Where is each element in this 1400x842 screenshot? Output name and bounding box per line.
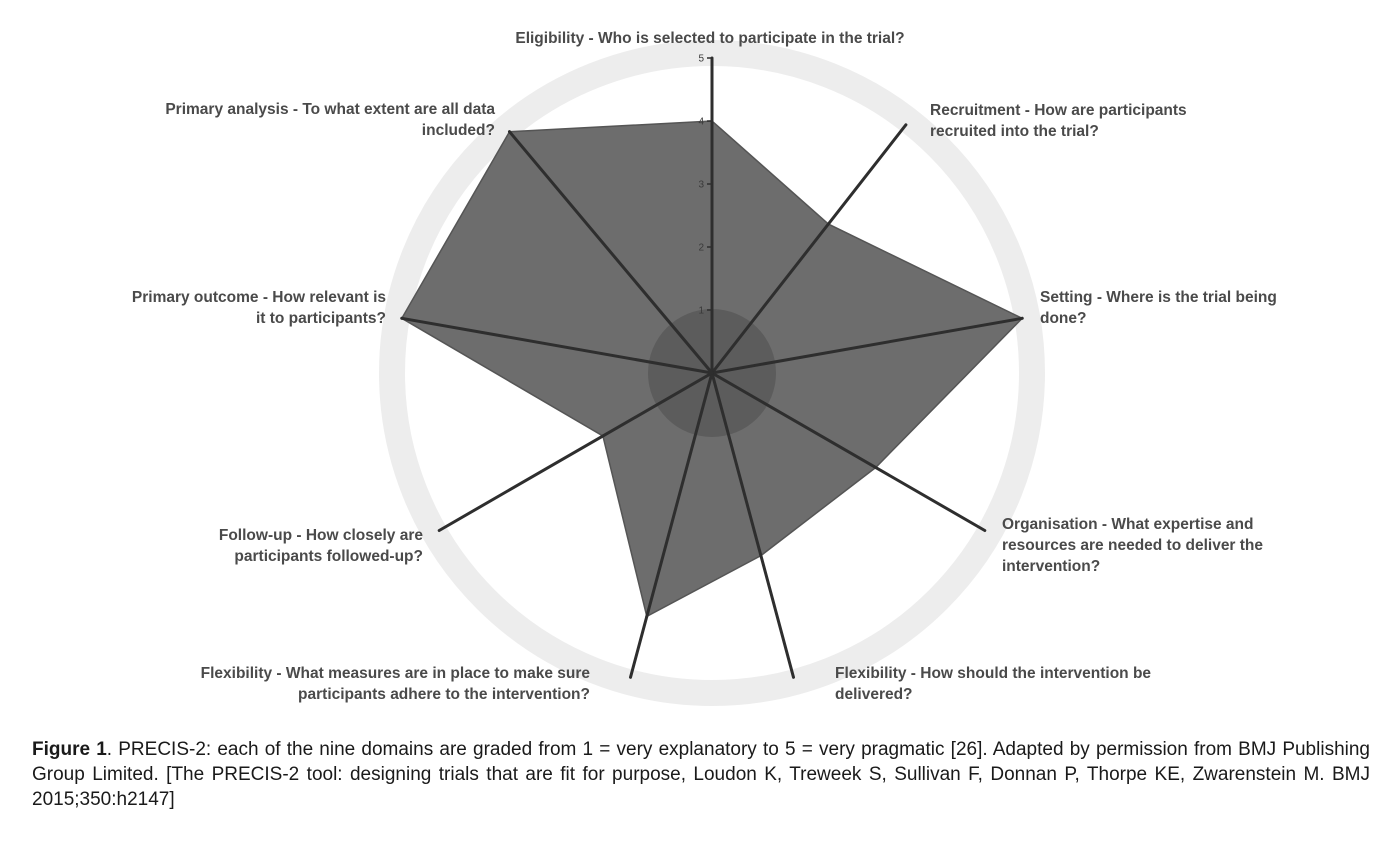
spoke-7 bbox=[400, 316, 714, 375]
outer-ring bbox=[379, 40, 1045, 706]
axis-label-primary-outcome: Primary outcome - How relevant is it to … bbox=[131, 289, 386, 327]
figure-caption-text: . PRECIS-2: each of the nine domains are… bbox=[32, 739, 1370, 810]
spoke-layer bbox=[400, 56, 1024, 679]
spoke-8 bbox=[508, 130, 714, 375]
axis-label-recruitment: Recruitment - How are participants recru… bbox=[930, 102, 1187, 140]
radar-chart: 1 2 3 4 5 Eligibility - Who is selected to p… bbox=[131, 30, 1277, 706]
spoke-4 bbox=[710, 371, 795, 679]
axis-label-flexibility-adherence: Flexibility - What measures are in place… bbox=[200, 665, 590, 703]
figure-label: Figure 1 bbox=[32, 739, 107, 760]
axis-label-primary-analysis: Primary analysis - To what extent are al… bbox=[165, 101, 495, 139]
tick-layer: 1 2 3 4 5 bbox=[698, 54, 713, 317]
tick-label-3: 3 bbox=[698, 180, 704, 191]
spoke-5 bbox=[629, 371, 714, 679]
axis-label-setting: Setting - Where is the trial being done? bbox=[1040, 289, 1277, 327]
radar-chart-svg: 1 2 3 4 5 bbox=[379, 40, 1045, 706]
tick-label-4: 4 bbox=[698, 117, 704, 128]
axis-label-follow-up: Follow-up - How closely are participants… bbox=[218, 527, 423, 565]
spoke-6 bbox=[437, 371, 714, 532]
tick-label-5: 5 bbox=[698, 54, 704, 65]
tick-label-2: 2 bbox=[698, 243, 704, 254]
spoke-1 bbox=[710, 123, 908, 375]
spoke-3 bbox=[710, 371, 987, 532]
spoke-2 bbox=[710, 316, 1024, 375]
figure-caption: Figure 1. PRECIS-2: each of the nine dom… bbox=[32, 737, 1370, 812]
tick-label-1: 1 bbox=[698, 306, 704, 317]
axis-label-eligibility: Eligibility - Who is selected to partici… bbox=[515, 30, 905, 47]
axis-label-organisation: Organisation - What expertise and resour… bbox=[1002, 516, 1264, 575]
axis-label-flexibility-delivery: Flexibility - How should the interventio… bbox=[835, 665, 1152, 703]
